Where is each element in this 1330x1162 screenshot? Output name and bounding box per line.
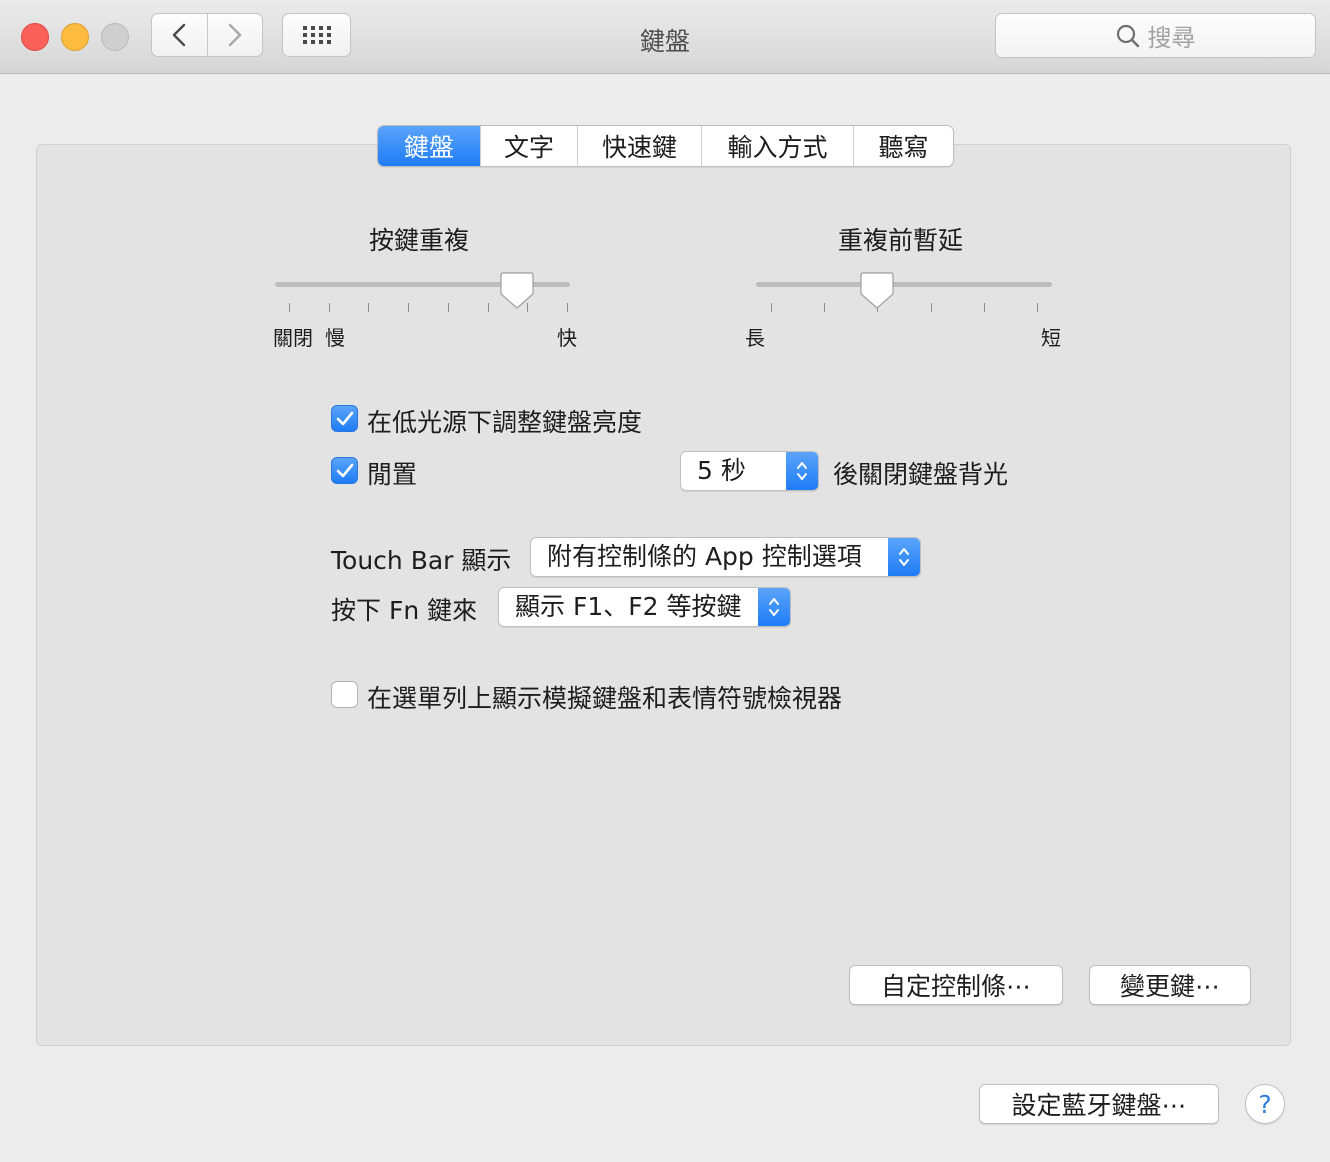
tab-text[interactable]: 文字 [480, 126, 577, 166]
idle-checkbox[interactable] [331, 457, 358, 484]
updown-arrows-icon [888, 538, 920, 576]
key-repeat-off-label: 關閉 [273, 326, 313, 350]
slider-tick [408, 303, 410, 312]
customize-control-strip-button[interactable]: 自定控制條⋯ [849, 965, 1063, 1005]
delay-knob[interactable] [860, 272, 894, 310]
grid-icon [302, 26, 331, 44]
slider-tick [983, 303, 985, 312]
key-repeat-title: 按鍵重複 [369, 226, 470, 255]
setup-bluetooth-keyboard-button[interactable]: 設定藍牙鍵盤⋯ [979, 1084, 1219, 1124]
modifier-keys-button[interactable]: 變更鍵⋯ [1089, 965, 1251, 1005]
chevron-left-icon [173, 23, 186, 47]
menu-bar-viewer-label: 在選單列上顯示模擬鍵盤和表情符號檢視器 [367, 684, 843, 713]
touch-bar-show-value: 附有控制條的 App 控制選項 [547, 542, 862, 571]
search-field[interactable]: 搜尋 [995, 13, 1316, 58]
show-all-button[interactable] [282, 13, 351, 57]
slider-tick [447, 303, 449, 312]
backlight-timeout-suffix: 後關閉鍵盤背光 [833, 460, 1009, 489]
chevron-right-icon [228, 23, 241, 47]
backlight-timeout-value: 5 秒 [697, 456, 746, 485]
slider-tick [824, 303, 826, 312]
title-bar: 鍵盤 搜尋 [0, 0, 1330, 74]
delay-short-label: 短 [1041, 326, 1061, 350]
slider-tick [930, 303, 932, 312]
fn-key-popup[interactable]: 顯示 F1、F2 等按鍵 [498, 587, 791, 627]
slider-tick [527, 303, 529, 312]
tab-input-sources[interactable]: 輸入方式 [701, 126, 853, 166]
key-repeat-fast-label: 快 [557, 326, 577, 350]
tab-keyboard[interactable]: 鍵盤 [378, 126, 480, 166]
search-icon [1116, 24, 1139, 47]
updown-arrows-icon [758, 588, 790, 626]
tab-dictation[interactable]: 聽寫 [853, 126, 953, 166]
back-button[interactable] [152, 14, 207, 56]
slider-tick [771, 303, 772, 312]
slider-tick [487, 303, 489, 312]
slider-tick [289, 303, 290, 312]
minimize-window-button[interactable] [61, 23, 89, 51]
fn-key-label: 按下 Fn 鍵來 [331, 596, 478, 625]
window-title: 鍵盤 [639, 27, 690, 56]
menu-bar-viewer-checkbox[interactable] [331, 681, 358, 708]
zoom-window-button[interactable] [101, 23, 129, 51]
slider-tick [328, 303, 330, 312]
key-repeat-knob[interactable] [500, 272, 534, 310]
touch-bar-show-label: Touch Bar 顯示 [331, 546, 512, 575]
navigation-buttons [151, 13, 263, 57]
checkmark-icon [336, 411, 353, 425]
delay-long-label: 長 [745, 326, 765, 350]
help-button[interactable]: ? [1245, 1084, 1285, 1124]
delay-until-repeat-title: 重複前暫延 [838, 226, 964, 255]
idle-label: 閒置 [367, 460, 418, 489]
slider-tick [1037, 303, 1038, 312]
updown-arrows-icon [786, 452, 818, 490]
checkmark-icon [336, 463, 353, 477]
adjust-low-light-label: 在低光源下調整鍵盤亮度 [367, 408, 643, 437]
slider-tick [368, 303, 370, 312]
fn-key-value: 顯示 F1、F2 等按鍵 [515, 592, 742, 621]
search-placeholder: 搜尋 [1147, 24, 1196, 52]
delay-track[interactable] [756, 282, 1052, 287]
slider-tick [567, 303, 568, 312]
tab-bar: 鍵盤 文字 快速鍵 輸入方式 聽寫 [377, 125, 954, 167]
adjust-low-light-checkbox[interactable] [331, 405, 358, 432]
forward-button[interactable] [206, 14, 263, 56]
tab-shortcuts[interactable]: 快速鍵 [577, 126, 701, 166]
close-window-button[interactable] [21, 23, 49, 51]
key-repeat-track[interactable] [275, 282, 570, 287]
backlight-timeout-popup[interactable]: 5 秒 [680, 451, 819, 491]
touch-bar-show-popup[interactable]: 附有控制條的 App 控制選項 [530, 537, 921, 577]
key-repeat-slow-label: 慢 [325, 326, 345, 350]
